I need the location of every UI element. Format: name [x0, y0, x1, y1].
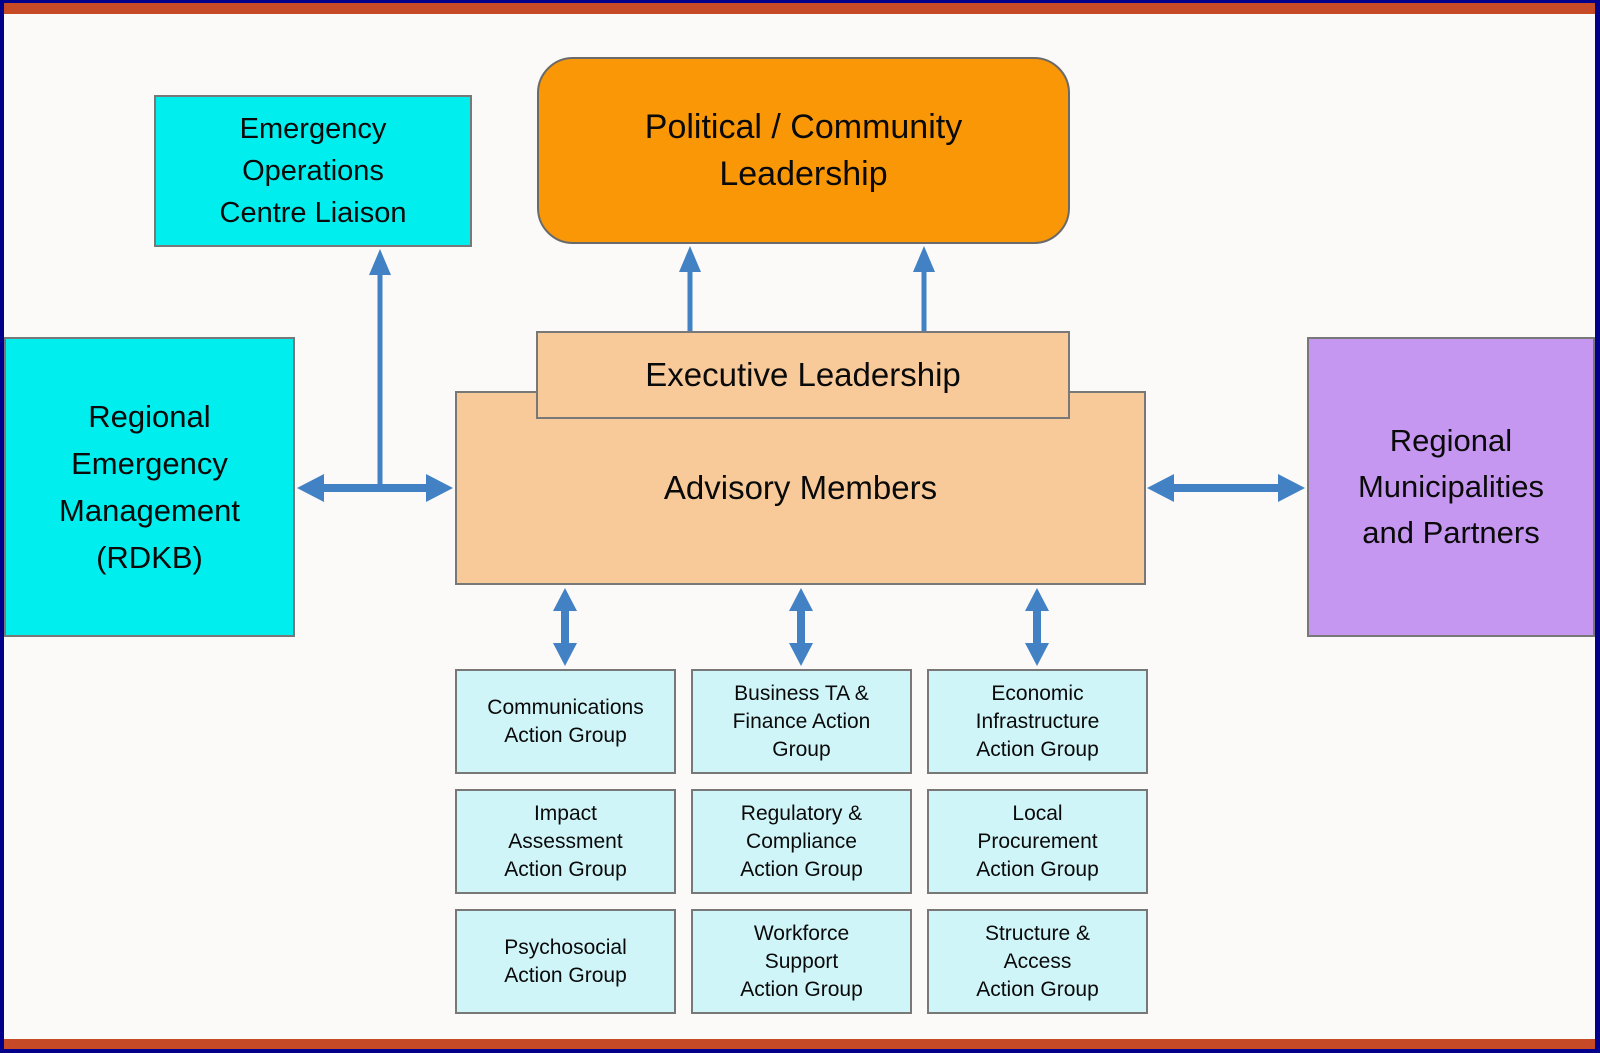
- arrow-to-eoc-liaison: [369, 249, 391, 490]
- arrow-rdkb-advisory: [297, 474, 453, 502]
- box-regional-municipalities-partners: Regional Municipalities and Partners: [1307, 337, 1595, 637]
- box-structure-access-action-group: Structure & Access Action Group: [927, 909, 1148, 1014]
- box-executive-leadership: Executive Leadership: [536, 331, 1070, 419]
- arrow-executive-to-political-right: [913, 246, 935, 331]
- arrow-advisory-actiongroup-1: [553, 588, 577, 666]
- box-emergency-operations-centre-liaison: Emergency Operations Centre Liaison: [154, 95, 472, 247]
- box-workforce-support-action-group: Workforce Support Action Group: [691, 909, 912, 1014]
- arrow-advisory-actiongroup-3: [1025, 588, 1049, 666]
- box-business-ta-finance-action-group: Business TA & Finance Action Group: [691, 669, 912, 774]
- arrow-advisory-municipalities: [1147, 474, 1305, 502]
- box-impact-assessment-action-group: Impact Assessment Action Group: [455, 789, 676, 894]
- action-groups-grid: Communications Action Group Business TA …: [455, 669, 1148, 1014]
- arrow-executive-to-political-left: [679, 246, 701, 331]
- box-communications-action-group: Communications Action Group: [455, 669, 676, 774]
- box-regulatory-compliance-action-group: Regulatory & Compliance Action Group: [691, 789, 912, 894]
- box-regional-emergency-management-rdkb: Regional Emergency Management (RDKB): [4, 337, 295, 637]
- box-psychosocial-action-group: Psychosocial Action Group: [455, 909, 676, 1014]
- box-advisory-members: Advisory Members: [455, 391, 1146, 585]
- box-economic-infrastructure-action-group: Economic Infrastructure Action Group: [927, 669, 1148, 774]
- arrow-advisory-actiongroup-2: [789, 588, 813, 666]
- box-local-procurement-action-group: Local Procurement Action Group: [927, 789, 1148, 894]
- box-political-community-leadership: Political / Community Leadership: [537, 57, 1070, 244]
- top-accent-bar: [4, 3, 1595, 14]
- bottom-accent-bar: [4, 1039, 1595, 1049]
